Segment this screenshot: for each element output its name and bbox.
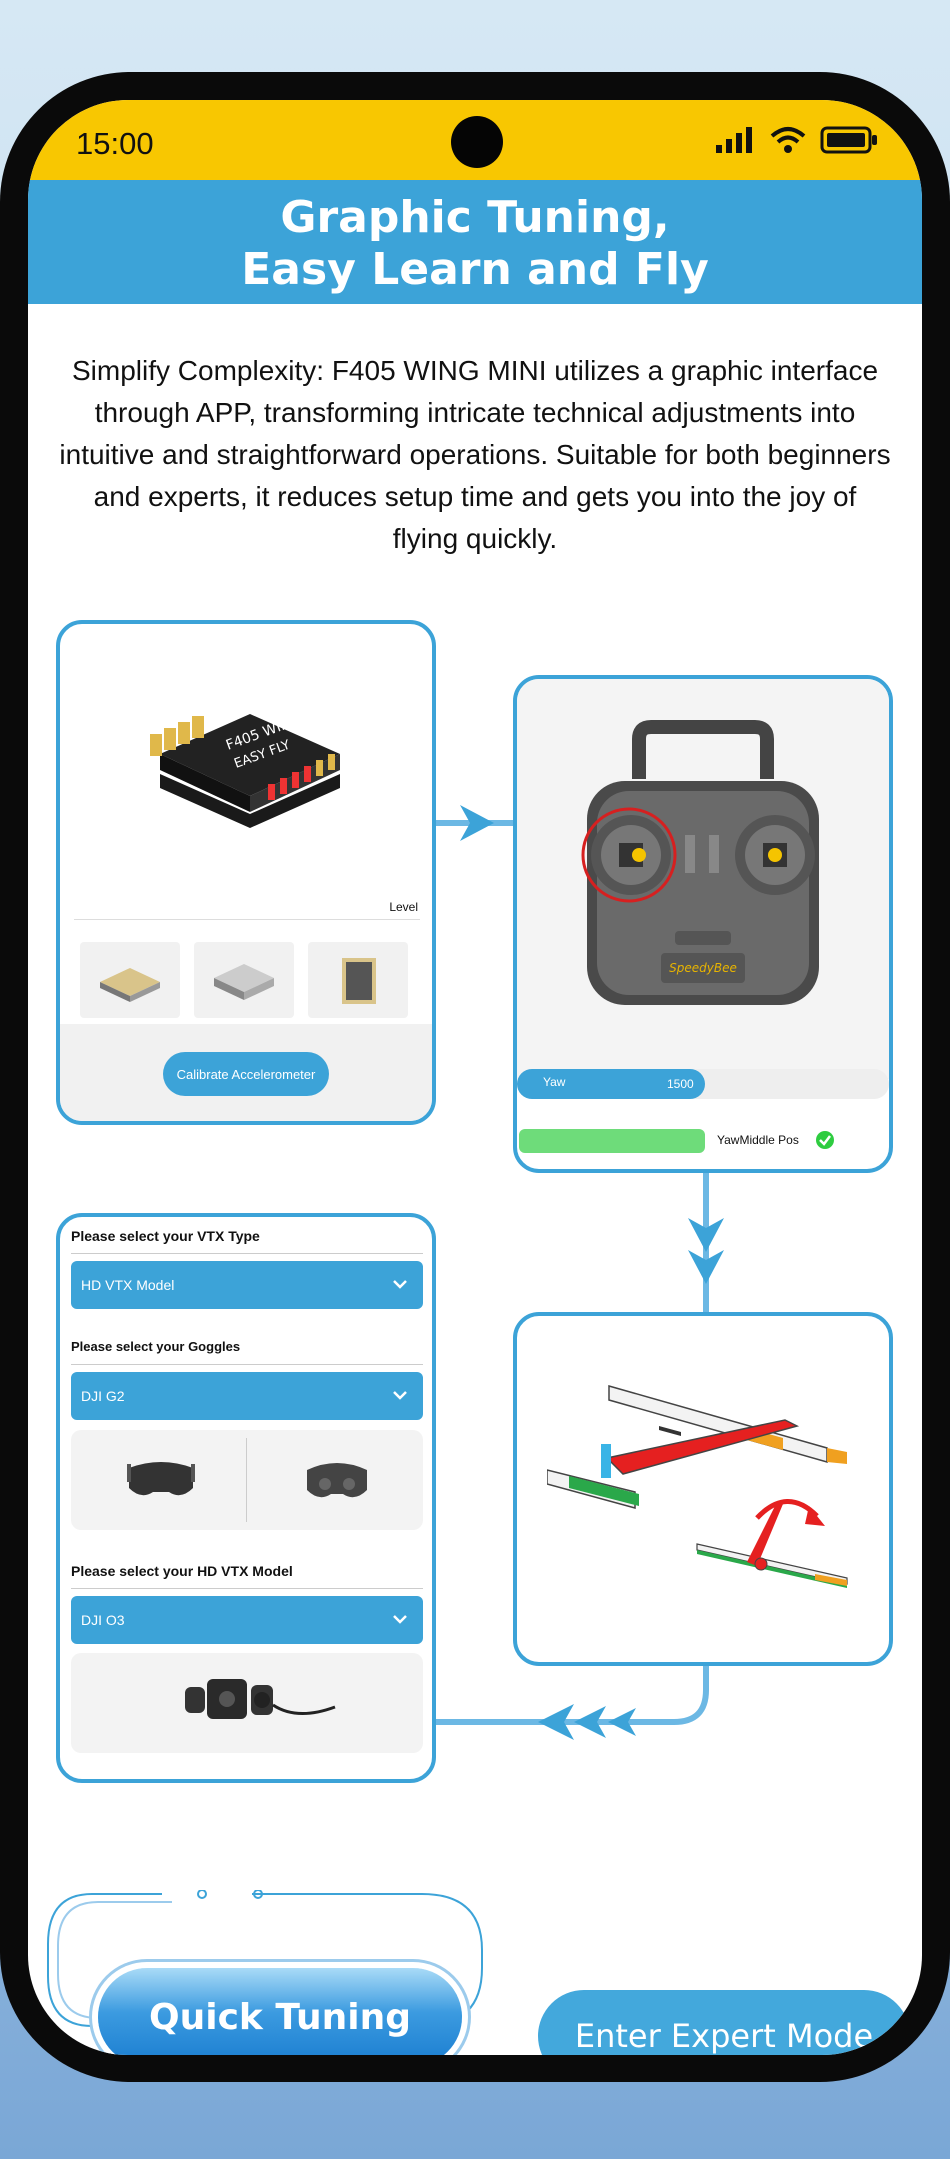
quick-tuning-button[interactable]: Quick Tuning [98,1968,462,2055]
header-band: Graphic Tuning, Easy Learn and Fly [28,180,922,304]
title-line-1: Graphic Tuning, [280,192,670,243]
check-icon [816,1131,834,1149]
hd-vtx-model-label: Please select your HD VTX Model [71,1563,293,1579]
arrow-down-icon [688,1218,724,1252]
radio-card: SpeedyBee Yaw 1500 YawMiddle Pos [513,675,893,1173]
calibrate-accelerometer-button[interactable]: Calibrate Accelerometer [163,1052,329,1096]
goggles-image-panel [71,1430,423,1530]
plane-card [513,1312,893,1666]
chevron-down-icon [393,1615,407,1624]
yaw-bar-fill [517,1069,705,1099]
goggles-select[interactable]: DJI G2 [71,1372,423,1420]
radio-brand: SpeedyBee [669,961,737,975]
arrow-right-icon [460,805,494,841]
goggles-label: Please select your Goggles [71,1339,241,1354]
divider [246,1438,247,1522]
arrow-down-icon [688,1250,724,1284]
level-label: Level [389,900,418,914]
orientation-thumb[interactable] [308,942,408,1018]
divider [74,919,420,920]
status-time: 15:00 [76,126,154,161]
status-bar: 15:00 [28,100,922,180]
orientation-thumb[interactable] [80,942,180,1018]
arrow-left-icon [538,1704,574,1740]
arrow-left-icon [608,1708,636,1736]
chevron-down-icon [393,1280,407,1289]
divider [71,1253,423,1254]
yaw-status: YawMiddle Pos [717,1133,799,1147]
vtx-camera-image[interactable] [167,1671,347,1735]
vtx-type-value: HD VTX Model [81,1277,175,1293]
calibrate-card: F405 WING EASY FLY Level Ca [56,620,436,1125]
intro-text: Simplify Complexity: F405 WING MINI util… [59,355,891,554]
title-line-2: Easy Learn and Fly [241,244,709,295]
wifi-icon [770,127,806,153]
vtx-image-panel [71,1653,423,1753]
hd-vtx-model-value: DJI O3 [81,1612,125,1628]
goggles-value: DJI G2 [81,1388,125,1404]
flight-controller-image: F405 WING EASY FLY [150,712,340,828]
hd-vtx-model-select[interactable]: DJI O3 [71,1596,423,1644]
expert-mode-button[interactable]: Enter Expert Mode [538,1990,910,2055]
plane-roll-illustration [547,1385,848,1588]
divider [71,1364,423,1365]
goggles-image[interactable] [121,1452,201,1508]
divider [71,1588,423,1589]
vtx-card: Please select your VTX Type HD VTX Model… [56,1213,436,1783]
vtx-type-select[interactable]: HD VTX Model [71,1261,423,1309]
battery-icon [820,126,877,154]
signal-icon [716,127,752,153]
goggles-image[interactable] [297,1450,377,1508]
vtx-type-label: Please select your VTX Type [71,1228,260,1244]
connector-curve [436,1666,709,1725]
arrow-left-icon [574,1706,606,1738]
status-icons [716,126,878,154]
yaw-label: Yaw [543,1075,566,1089]
front-camera-icon [451,116,503,168]
orientation-thumb[interactable] [194,942,294,1018]
yaw-value: 1500 [667,1077,694,1091]
phone-screen: 15:00 Graphic Tuning, Easy Le [28,100,922,2055]
yaw-middle-bar [519,1129,705,1153]
page-title: Graphic Tuning, Easy Learn and Fly [28,192,922,296]
chevron-down-icon [393,1391,407,1400]
radio-transmitter-image: SpeedyBee [581,720,819,1005]
